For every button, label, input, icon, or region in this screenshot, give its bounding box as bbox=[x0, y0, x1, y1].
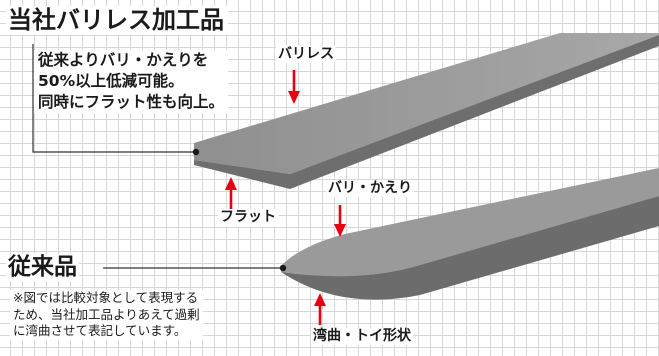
arrow-flat-icon bbox=[225, 177, 237, 210]
conventional-bar-side bbox=[281, 196, 659, 300]
product-leader-line bbox=[32, 44, 194, 153]
note-line: ため、当社加工品よりあえて過剰 bbox=[13, 306, 200, 322]
product-description-line: 50%以上低減可能。 bbox=[38, 72, 184, 90]
conventional-bar-top bbox=[281, 168, 659, 277]
label-curve: 湾曲・トイ形状 bbox=[311, 328, 413, 345]
burrless-edge-dot bbox=[192, 148, 200, 156]
arrow-burrless-icon bbox=[288, 70, 300, 104]
note-line: ※図では比較対象として表現する bbox=[13, 290, 199, 305]
conventional-bar bbox=[279, 168, 659, 300]
arrow-curve-icon bbox=[314, 293, 326, 325]
product-description-line: 従来よりバリ・かえりを bbox=[38, 51, 209, 69]
arrow-burr-icon bbox=[334, 205, 346, 237]
burrless-bar-side bbox=[194, 35, 659, 189]
label-burr: バリ・かえり bbox=[326, 180, 414, 197]
burrless-bar-top bbox=[194, 33, 659, 174]
conventional-title: 従来品 bbox=[6, 254, 79, 282]
product-description: 従来よりバリ・かえりを 50%以上低減可能。 同時にフラット性も向上。 bbox=[34, 50, 229, 113]
product-description-line: 同時にフラット性も向上。 bbox=[38, 93, 225, 111]
conventional-edge-dot bbox=[279, 264, 287, 272]
burrless-bar bbox=[192, 33, 659, 189]
product-title: 当社バリレス加工品 bbox=[6, 6, 228, 36]
conventional-note: ※図では比較対象として表現する ため、当社加工品よりあえて過剰 に湾曲させて表記… bbox=[10, 290, 203, 340]
note-line: に湾曲させて表記しています。 bbox=[13, 323, 187, 338]
label-burrless: バリレス bbox=[276, 46, 336, 63]
label-flat: フラット bbox=[218, 209, 278, 226]
